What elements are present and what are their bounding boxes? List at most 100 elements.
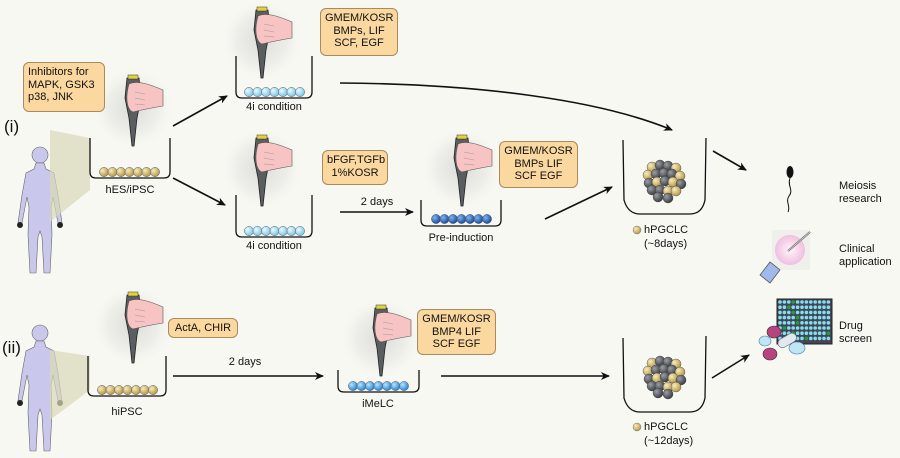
label-hpgclc-8-days: (~8days): [644, 238, 688, 250]
plate-well: [782, 305, 787, 310]
box-line: BMPs, LIF: [333, 24, 385, 37]
box-line: GMEM/KOSR: [504, 145, 573, 157]
plate-well: [822, 305, 826, 310]
plate-well: [800, 331, 804, 336]
cell: [286, 226, 297, 236]
plate-well: [787, 310, 791, 315]
plate-well: [791, 321, 795, 325]
dish-4i-mid: [219, 125, 313, 238]
plate-well: [809, 336, 813, 341]
acta-chir-box: ActA, CHIR: [168, 318, 238, 338]
application-line: Meiosis: [839, 180, 877, 192]
plate-well: [804, 300, 809, 304]
arrow-hes-to-4i-top: [172, 95, 228, 127]
label-4i-condition-top: 4i condition: [246, 101, 302, 113]
plate-well: [826, 336, 831, 341]
cell: [473, 214, 484, 224]
cell: [382, 381, 392, 391]
well-hpgclc-12days: [622, 335, 707, 413]
zoom-cone-row1: [50, 130, 90, 222]
box-line: SCF EGF: [514, 170, 563, 182]
cell: [105, 385, 116, 395]
plate-well: [800, 336, 804, 341]
plate-well: [778, 300, 782, 304]
dish-4i-top: [219, 0, 313, 99]
plate-well: [791, 326, 795, 330]
plate-well: [782, 326, 787, 330]
cell: [244, 87, 254, 97]
label-imelc: iMeLC: [362, 398, 394, 410]
cell: [278, 87, 288, 97]
plate-well: [782, 331, 787, 336]
plate-well: [787, 326, 791, 330]
plate-well: [822, 300, 826, 304]
plate-well: [809, 300, 813, 304]
cell: [252, 87, 263, 97]
cell: [295, 87, 305, 97]
plate-well: [813, 331, 817, 336]
cell: [286, 87, 297, 97]
arrow-preinduction-to-hpgclc: [544, 186, 613, 220]
plate-well: [782, 310, 787, 315]
plate-well: [778, 305, 782, 310]
plate-well: [813, 310, 817, 315]
plate-well: [817, 310, 822, 315]
plate-well: [791, 300, 795, 304]
plate-well: [817, 305, 822, 310]
preinduction-media-box: GMEM/KOSR BMPs LIF SCF EGF: [499, 141, 578, 188]
icsi-icon: [759, 230, 811, 284]
plate-well: [813, 321, 817, 325]
aggregate-cell: [652, 191, 664, 203]
cell: [373, 381, 384, 391]
box-line: 1%KOSR: [331, 166, 379, 179]
cell: [148, 385, 158, 395]
application-clinical: Clinical application: [839, 243, 892, 269]
plate-well: [800, 310, 804, 315]
box-line: SCF, EGF: [334, 37, 384, 49]
plate-well: [804, 326, 809, 330]
plate-well: [782, 321, 787, 325]
plate-well: [817, 300, 822, 304]
plate-well: [782, 300, 787, 304]
plate-well: [826, 305, 831, 310]
plate-well: [800, 300, 804, 304]
plate-well: [826, 326, 831, 330]
plate-well: [804, 305, 809, 310]
cell: [116, 167, 126, 177]
plate-well: [813, 305, 817, 310]
sperm-icon: [786, 166, 794, 213]
aggregate-cell: [662, 192, 674, 204]
cell: [269, 226, 280, 236]
cell: [431, 214, 441, 224]
cell: [390, 381, 401, 391]
inhibitors-box: Inhibitors for MAPK, GSK3 p38, JNK: [23, 62, 105, 112]
cell: [133, 167, 143, 177]
plate-well: [809, 310, 813, 315]
plate-well: [826, 300, 831, 304]
aggregate-cell: [670, 185, 682, 197]
plate-well: [800, 321, 804, 325]
cell: [124, 167, 135, 177]
cell: [269, 87, 280, 97]
cell: [465, 214, 475, 224]
cell: [141, 167, 152, 177]
plate-well: [795, 326, 800, 330]
arrow-4i-top-to-hpgclc: [339, 82, 673, 131]
plate-well: [800, 326, 804, 330]
plate-well: [822, 310, 826, 315]
plate-well: [795, 300, 800, 304]
well-hpgclc-8days: [622, 137, 707, 215]
plate-well: [813, 326, 817, 330]
plate-well: [791, 315, 795, 320]
cell: [439, 214, 450, 224]
cell: [261, 87, 271, 97]
application-line: Clinical: [839, 243, 875, 255]
plate-well: [817, 326, 822, 330]
plate-well: [791, 305, 795, 310]
plate-well: [795, 305, 800, 310]
box-line: SCF EGF: [432, 338, 481, 350]
application-line: research: [839, 193, 882, 205]
plate-well: [804, 321, 809, 325]
cell: [278, 226, 288, 236]
arrow-hes-to-4i-mid: [172, 177, 226, 206]
